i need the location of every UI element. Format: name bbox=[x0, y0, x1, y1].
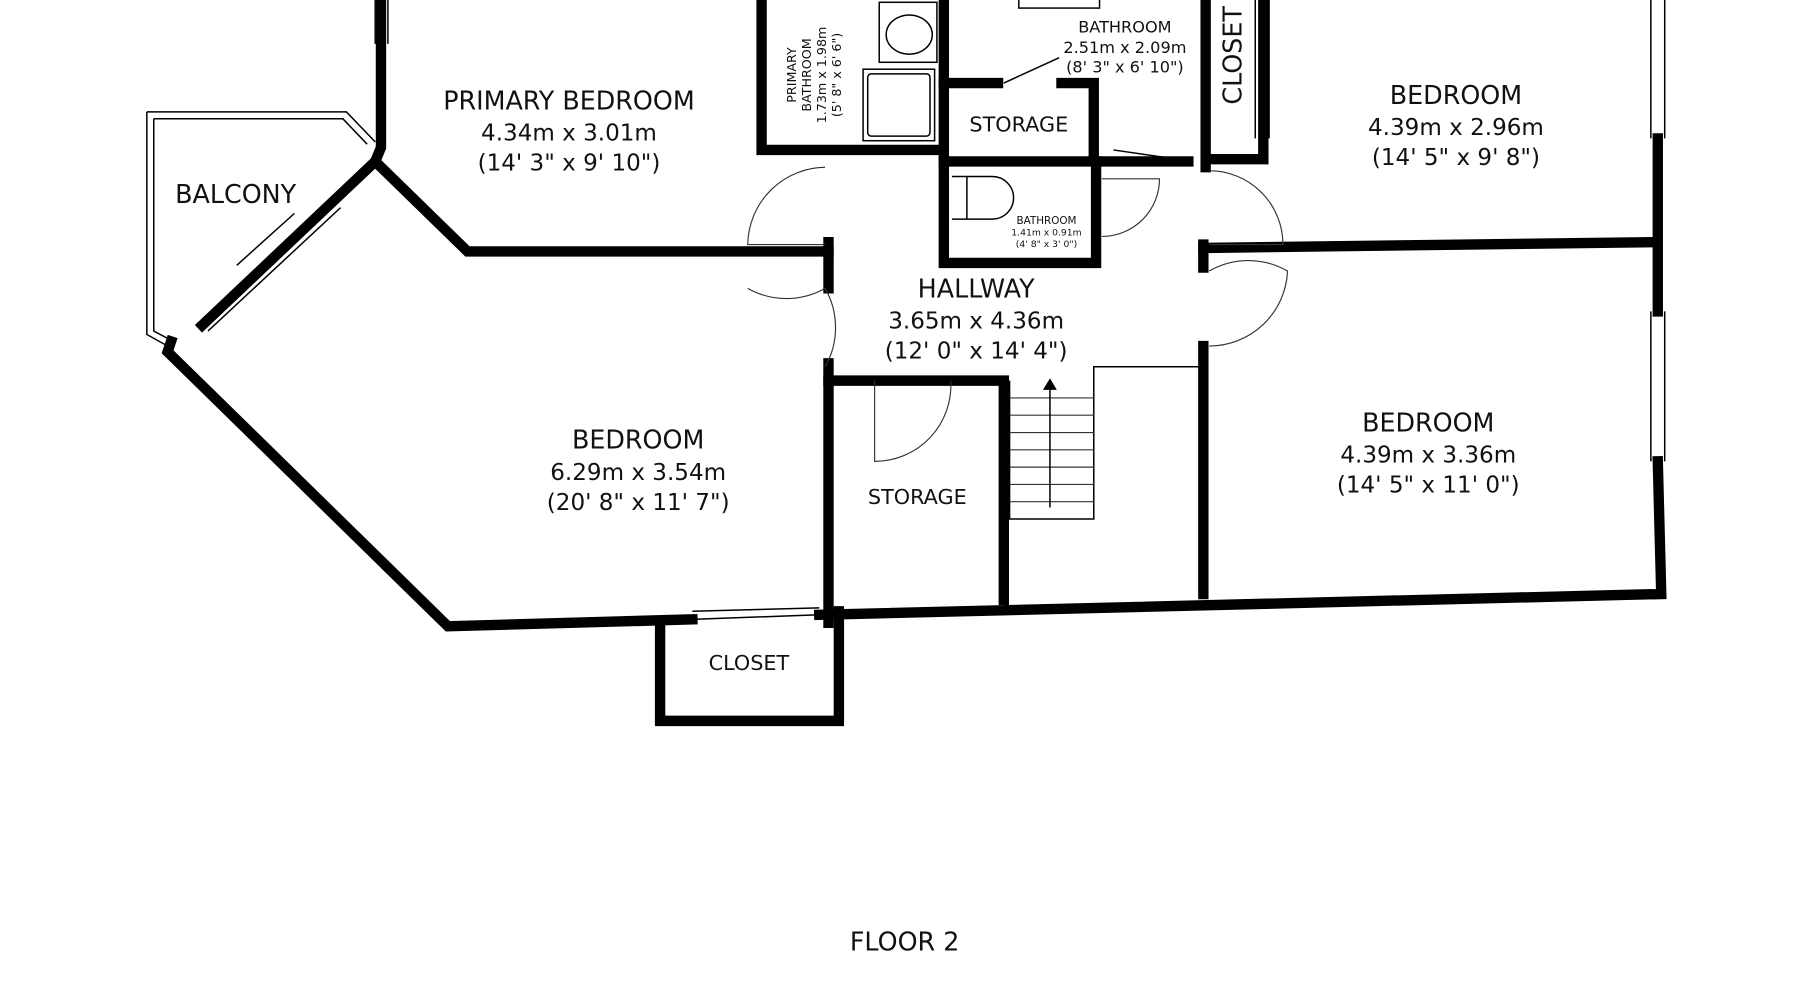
room-name: BATHROOM bbox=[1078, 17, 1171, 36]
room-closet-top: CLOSET bbox=[1217, 6, 1247, 105]
room-balcony: BALCONY bbox=[175, 179, 297, 209]
room-size-imperial: (4' 8" x 3' 0") bbox=[1016, 239, 1077, 250]
room-name: BEDROOM bbox=[1390, 80, 1522, 110]
room-storage-top: STORAGE bbox=[969, 112, 1068, 136]
room-closet-bottom: CLOSET bbox=[709, 651, 790, 675]
room-size-metric: 6.29m x 3.54m bbox=[550, 460, 726, 486]
room-size-metric: 1.73m x 1.98m bbox=[814, 27, 829, 124]
room-primary-bathroom: PRIMARY BATHROOM 1.73m x 1.98m (5' 8" x … bbox=[784, 27, 844, 124]
room-size-metric: 4.39m x 3.36m bbox=[1340, 443, 1516, 469]
windows-and-fixtures bbox=[201, 0, 1666, 621]
room-size-imperial: (14' 5" x 9' 8") bbox=[1372, 145, 1540, 171]
room-name: HALLWAY bbox=[918, 274, 1035, 304]
room-name: BEDROOM bbox=[1362, 407, 1494, 437]
room-bedroom-bottom-right: BEDROOM 4.39m x 3.36m (14' 5" x 11' 0") bbox=[1337, 407, 1520, 498]
room-size-metric: 2.51m x 2.09m bbox=[1063, 38, 1186, 57]
room-primary-bedroom: PRIMARY BEDROOM 4.34m x 3.01m (14' 3" x … bbox=[443, 86, 695, 177]
walls bbox=[161, 0, 1667, 727]
room-name: PRIMARY BEDROOM bbox=[443, 86, 695, 116]
room-size-imperial: (20' 8" x 11' 7") bbox=[547, 490, 730, 516]
room-name: BEDROOM bbox=[572, 425, 704, 455]
floor-label: FLOOR 2 bbox=[850, 926, 960, 956]
room-bathroom-small: BATHROOM 1.41m x 0.91m (4' 8" x 3' 0") bbox=[1011, 215, 1081, 250]
room-size-imperial: (5' 8" x 6' 6") bbox=[829, 33, 844, 117]
room-hallway: HALLWAY 3.65m x 4.36m (12' 0" x 14' 4") bbox=[885, 274, 1068, 365]
room-bathroom-top: BATHROOM 2.51m x 2.09m (8' 3" x 6' 10") bbox=[1018, 0, 1186, 77]
room-storage-mid: STORAGE bbox=[868, 485, 967, 509]
room-size-metric: 1.41m x 0.91m bbox=[1011, 227, 1081, 238]
room-size-metric: 3.65m x 4.36m bbox=[888, 309, 1064, 335]
room-size-imperial: (14' 5" x 11' 0") bbox=[1337, 473, 1520, 499]
room-name: BATHROOM bbox=[799, 38, 814, 111]
room-size-imperial: (14' 3" x 9' 10") bbox=[478, 151, 661, 177]
balcony-outline bbox=[146, 111, 376, 347]
room-size-metric: 4.39m x 2.96m bbox=[1368, 115, 1544, 141]
room-size-metric: 4.34m x 3.01m bbox=[481, 121, 657, 147]
room-size-imperial: (12' 0" x 14' 4") bbox=[885, 339, 1068, 365]
room-bedroom-top-right: BEDROOM 4.39m x 2.96m (14' 5" x 9' 8") bbox=[1368, 80, 1544, 171]
room-size-imperial: (8' 3" x 6' 10") bbox=[1066, 58, 1184, 77]
room-bedroom-left: BEDROOM 6.29m x 3.54m (20' 8" x 11' 7") bbox=[547, 425, 730, 516]
room-name: BATHROOM bbox=[1016, 215, 1076, 227]
room-name: PRIMARY bbox=[784, 47, 799, 103]
